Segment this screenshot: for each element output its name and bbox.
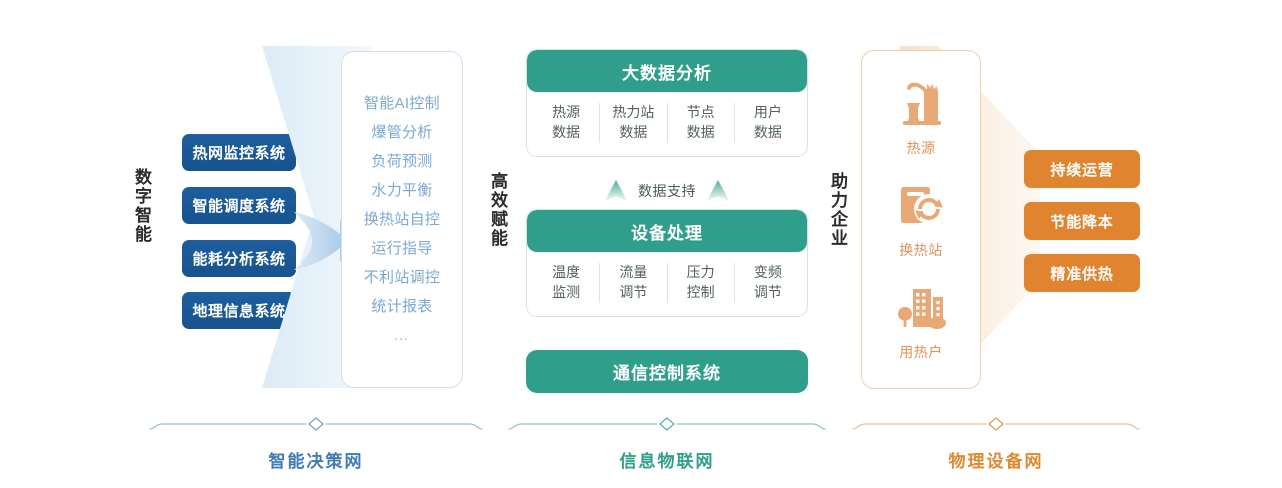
capability-item-ellipsis: …: [393, 327, 411, 344]
communication-control-system-card: 通信控制系统: [526, 350, 808, 393]
capability-item: 运行指导: [371, 240, 433, 257]
big-data-analysis-title: 大数据分析: [527, 50, 807, 92]
section-divider-rule: [508, 417, 826, 431]
section-footer-decision-network: 智能决策网: [148, 415, 484, 472]
big-data-analysis-card: 大数据分析 热源 数据 热力站 数据 节点 数据 用户 数据: [526, 49, 808, 157]
outcome-button-precise-heating[interactable]: 精准供热: [1024, 254, 1140, 292]
process-column-flow: 流量 调节: [600, 263, 668, 303]
capability-item: 负荷预测: [371, 153, 433, 170]
middle-vertical-label: 高效赋能: [488, 172, 508, 248]
column-line-1: 节点: [686, 104, 715, 120]
system-button-geographic-information[interactable]: 地理信息系统: [182, 292, 296, 329]
column-line-2: 数据: [619, 123, 648, 140]
process-column-frequency: 变频 调节: [735, 263, 801, 303]
section-footer-physical-device-network: 物理设备网: [851, 415, 1141, 472]
column-line-1: 变频: [753, 264, 782, 280]
column-line-1: 热力站: [612, 104, 655, 120]
column-line-2: 调节: [753, 283, 782, 300]
outcome-button-continuous-operation[interactable]: 持续运营: [1024, 150, 1140, 188]
column-line-1: 流量: [619, 264, 648, 280]
device-label: 换热站: [899, 241, 943, 258]
column-line-2: 监测: [552, 283, 581, 300]
column-line-2: 数据: [552, 123, 581, 140]
system-button-intelligent-dispatch[interactable]: 智能调度系统: [182, 187, 296, 224]
capability-item: 水力平衡: [371, 182, 433, 199]
section-title: 智能决策网: [268, 452, 364, 471]
physical-device-card: 热源 换热站: [861, 50, 981, 389]
up-arrow-icon: [604, 180, 628, 202]
big-data-analysis-columns: 热源 数据 热力站 数据 节点 数据 用户 数据: [527, 92, 807, 156]
process-column-pressure: 压力 控制: [668, 263, 735, 303]
section-divider-rule: [149, 417, 483, 431]
system-button-energy-analysis[interactable]: 能耗分析系统: [182, 240, 296, 277]
device-label: 热源: [906, 140, 936, 157]
buildings-consumer-icon: [898, 288, 946, 329]
data-support-label: 数据支持: [638, 183, 696, 199]
section-divider-rule: [852, 417, 1140, 431]
device-item-heat-consumer: 用热户: [893, 281, 949, 362]
left-vertical-label: 数字智能: [132, 168, 152, 244]
device-processing-card: 设备处理 温度 监测 流量 调节 压力 控制 变频 调节: [526, 209, 808, 317]
device-label: 用热户: [899, 343, 943, 360]
column-line-2: 控制: [686, 283, 715, 300]
system-button-heat-network-monitoring[interactable]: 热网监控系统: [182, 134, 296, 171]
capability-item: 智能AI控制: [364, 95, 440, 112]
column-line-2: 数据: [686, 123, 715, 140]
device-processing-title: 设备处理: [527, 210, 807, 252]
section-title: 物理设备网: [948, 452, 1044, 471]
right-vertical-label: 助力企业: [828, 172, 848, 248]
process-column-temperature: 温度 监测: [533, 263, 601, 303]
capability-item: 换热站自控: [363, 211, 441, 228]
outcome-button-energy-saving[interactable]: 节能降本: [1024, 202, 1140, 240]
column-line-2: 数据: [753, 123, 782, 140]
device-processing-columns: 温度 监测 流量 调节 压力 控制 变频 调节: [527, 252, 807, 316]
column-line-2: 调节: [619, 283, 648, 300]
capability-item: 统计报表: [371, 298, 433, 315]
capability-list-card: 智能AI控制 爆管分析 负荷预测 水力平衡 换热站自控 运行指导 不利站调控 统…: [341, 51, 463, 388]
data-column-heat-station: 热力站 数据: [600, 103, 668, 143]
factory-heat-source-icon: [903, 82, 941, 126]
capability-item: 不利站调控: [363, 269, 441, 286]
section-title: 信息物联网: [619, 452, 715, 471]
column-line-1: 用户: [753, 104, 782, 120]
column-line-1: 温度: [552, 264, 581, 280]
section-footer-information-iot: 信息物联网: [507, 415, 827, 472]
data-column-heat-source: 热源 数据: [533, 103, 601, 143]
up-arrow-icon: [706, 180, 730, 202]
device-item-heat-source: 热源: [893, 77, 949, 158]
column-line-1: 压力: [686, 264, 715, 280]
heat-exchange-station-icon: [901, 186, 944, 224]
capability-item: 爆管分析: [371, 124, 433, 141]
column-line-1: 热源: [552, 104, 581, 120]
data-column-node: 节点 数据: [668, 103, 735, 143]
data-column-user: 用户 数据: [735, 103, 801, 143]
data-support-connector: 数据支持: [526, 176, 808, 206]
device-item-heat-exchange-station: 换热站: [893, 179, 949, 260]
